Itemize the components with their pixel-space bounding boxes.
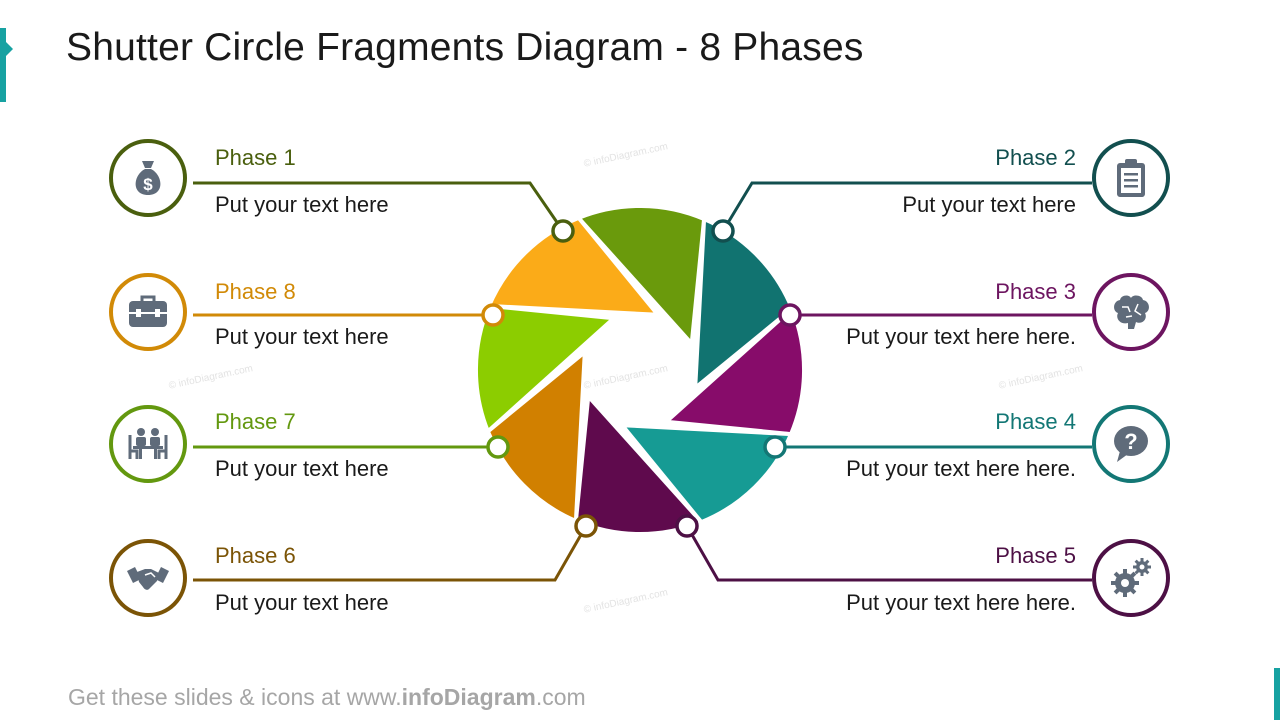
phase-8-text: Put your text here bbox=[215, 324, 389, 349]
connector-node-phase-2 bbox=[711, 219, 735, 243]
footer-suffix: .com bbox=[535, 684, 586, 710]
phase-1-icon-circle: $ bbox=[109, 139, 187, 217]
phase-6-title: Phase 6 bbox=[215, 543, 296, 568]
connector-node-phase-6 bbox=[574, 514, 598, 538]
phase-5-text: Put your text here here. bbox=[846, 590, 1076, 615]
phase-3-icon-circle bbox=[1092, 273, 1170, 351]
phase-7-icon-circle bbox=[109, 405, 187, 483]
question-bubble-icon: ? bbox=[1114, 426, 1148, 462]
svg-text:?: ? bbox=[1124, 429, 1137, 454]
phase-6-icon-circle bbox=[109, 539, 187, 617]
phase-4-title: Phase 4 bbox=[995, 409, 1076, 434]
money-bag-icon: $ bbox=[135, 161, 161, 195]
gears-icon bbox=[1111, 558, 1151, 597]
phase-2-title: Phase 2 bbox=[995, 145, 1076, 170]
phase-2-text: Put your text here bbox=[902, 192, 1076, 217]
handshake-icon bbox=[127, 567, 169, 590]
phase-4-text: Put your text here here. bbox=[846, 456, 1076, 481]
phase-6-text: Put your text here bbox=[215, 590, 389, 615]
connector-line-phase-2 bbox=[721, 181, 1092, 232]
footer-prefix: Get these slides & icons at www. bbox=[68, 684, 402, 710]
phase-5-title: Phase 5 bbox=[995, 543, 1076, 568]
phase-2-icon-circle bbox=[1092, 139, 1170, 217]
left-accent-bar bbox=[0, 28, 13, 102]
phase-1-text: Put your text here bbox=[215, 192, 389, 217]
page-title: Shutter Circle Fragments Diagram - 8 Pha… bbox=[66, 26, 864, 69]
phase-5-icon-circle bbox=[1092, 539, 1170, 617]
footer-brand: infoDiagram bbox=[401, 684, 536, 710]
svg-text:$: $ bbox=[143, 175, 153, 194]
connector-node-phase-3 bbox=[778, 303, 802, 327]
connector-node-phase-5 bbox=[675, 514, 699, 538]
phase-7-text: Put your text here bbox=[215, 456, 389, 481]
connector-node-phase-7 bbox=[486, 435, 510, 459]
meeting-icon bbox=[128, 428, 168, 459]
connector-line-phase-1 bbox=[193, 181, 565, 232]
phase-4-icon-circle: ? bbox=[1092, 405, 1170, 483]
phase-7-title: Phase 7 bbox=[215, 409, 296, 434]
footer-credit: Get these slides & icons at www.infoDiag… bbox=[68, 684, 586, 711]
brain-icon bbox=[1114, 295, 1149, 329]
right-accent-bar bbox=[1274, 668, 1280, 720]
connector-line-phase-5 bbox=[685, 525, 1092, 582]
phase-1-title: Phase 1 bbox=[215, 145, 296, 170]
connector-node-phase-8 bbox=[481, 303, 505, 327]
phase-8-icon-circle bbox=[109, 273, 187, 351]
connector-node-phase-1 bbox=[551, 219, 575, 243]
connector-node-phase-4 bbox=[763, 435, 787, 459]
shutter-segment-8 bbox=[487, 215, 660, 317]
phase-3-title: Phase 3 bbox=[995, 279, 1076, 304]
clipboard-icon bbox=[1117, 159, 1145, 197]
connector-line-phase-6 bbox=[193, 525, 588, 582]
toolbox-icon bbox=[129, 295, 167, 327]
phase-8-title: Phase 8 bbox=[215, 279, 296, 304]
phase-3-text: Put your text here here. bbox=[846, 324, 1076, 349]
